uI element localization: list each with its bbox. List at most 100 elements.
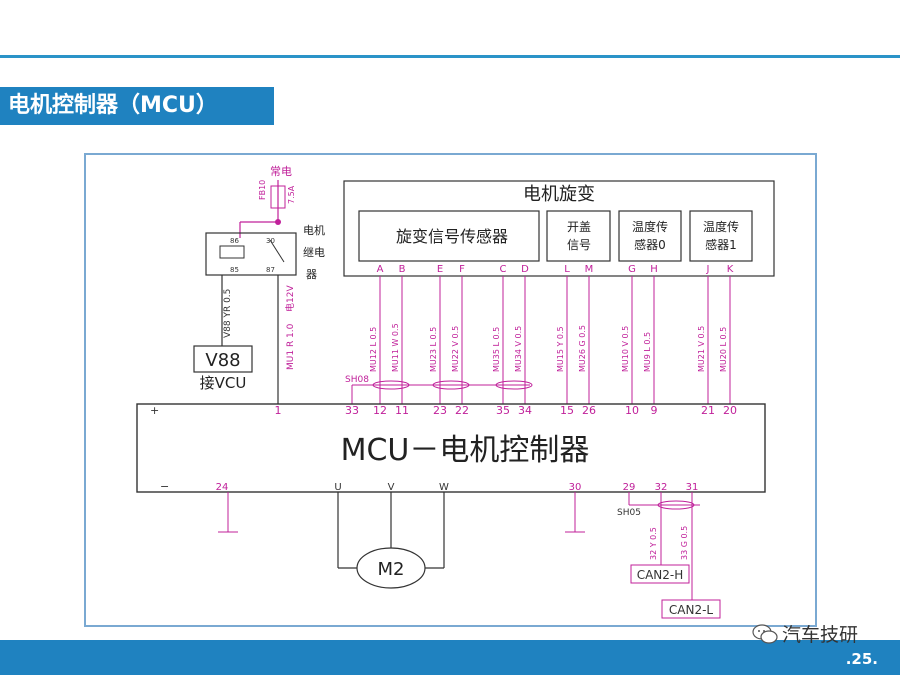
slide-title: 电机控制器（MCU） [0, 87, 274, 125]
mcu-pin-w: W [439, 482, 449, 493]
shield-top-label: SH08 [345, 375, 369, 385]
watermark-text: 汽车技研 [782, 624, 859, 646]
lid-signal-block [546, 210, 611, 262]
mcu-pin-1: 1 [275, 404, 282, 417]
wechat-icon [752, 623, 778, 644]
resolver-sensor-block [358, 210, 540, 262]
wire-label-F: MU22 V 0.5 [451, 326, 460, 372]
mcu-pin-34: 34 [518, 404, 532, 417]
wire-label-M: MU26 G 0.5 [578, 325, 587, 372]
mcu-pin-31: 31 [686, 482, 699, 493]
relay-label-3: 器 [306, 268, 317, 281]
mcu-pin-10: 10 [625, 404, 639, 417]
can-h-label: CAN2-H [637, 568, 684, 582]
mcu-pin-15: 15 [560, 404, 574, 417]
resolver-block [343, 180, 775, 277]
temp-sensor0-block [618, 210, 682, 262]
can-l-wire-label: 33 G 0.5 [680, 526, 689, 560]
connector-pin-K: K [727, 264, 734, 275]
relay-pin-85: 85 [230, 266, 239, 274]
temp-sensor0-label-1: 温度传 [632, 219, 668, 234]
resolver-title: 电机旋变 [523, 184, 595, 205]
fuse-rating: 7.5A [287, 185, 296, 204]
ground-24 [218, 492, 238, 533]
fuse-label: FB10 [258, 180, 267, 200]
relay-label-2: 继电 [303, 246, 325, 259]
temp-sensor0-label-2: 感器0 [634, 237, 666, 252]
page-number: .25. [845, 650, 878, 668]
shield-bottom-label: SH05 [617, 508, 641, 518]
connector-pin-B: B [399, 264, 406, 275]
wire-label-L: MU15 Y 0.5 [556, 326, 565, 372]
connector-pin-A: A [377, 264, 384, 275]
diagram-frame [84, 153, 817, 627]
mcu-pin-23: 23 [433, 404, 447, 417]
mcu-label: MCU－电机控制器 [341, 433, 590, 468]
temp-sensor1-label-2: 感器1 [705, 237, 737, 252]
wire-label-K: MU20 L 0.5 [719, 327, 728, 372]
wire-label-H: MU9 L 0.5 [643, 332, 652, 372]
mcu-pin-24: 24 [216, 482, 229, 493]
connector-pin-J: J [706, 264, 710, 275]
mcu-pin-v: V [388, 482, 395, 493]
motor-label: M2 [378, 559, 405, 580]
connector-pin-F: F [459, 264, 465, 275]
wire-label-B: MU11 W 0.5 [391, 323, 400, 372]
ground-30 [565, 492, 585, 533]
header-rule [0, 55, 900, 58]
connector-pin-G: G [628, 264, 636, 275]
relay-label-1: 电机 [303, 223, 325, 237]
shield-top-twist-3 [495, 380, 533, 390]
mcu-plus: + [150, 404, 159, 417]
watermark: 汽车技研 [752, 620, 858, 647]
v88-wire-label: V88 YR 0.5 [223, 289, 233, 338]
connector-pin-D: D [521, 264, 529, 275]
can-l-label: CAN2-L [669, 603, 714, 617]
signal-wires: A MU12 L 0.5 12 B MU11 W 0.5 11 E MU23 L 0.5 23 F… [369, 264, 737, 417]
connector-pin-C: C [500, 264, 507, 275]
connector-pin-M: M [585, 264, 594, 275]
mcu-pin-21: 21 [701, 404, 715, 417]
relay-switch-icon [269, 239, 285, 263]
wire-label-G: MU10 V 0.5 [621, 326, 630, 372]
shield-top-twist-1 [372, 380, 410, 390]
footer-bar [0, 640, 900, 675]
mcu-pin-12: 12 [373, 404, 387, 417]
mcu-pin-32: 32 [655, 482, 668, 493]
wire-label-J: MU21 V 0.5 [697, 326, 706, 372]
mcu-pin-33: 33 [345, 404, 359, 417]
mcu-pin-20: 20 [723, 404, 737, 417]
relay-pin-30: 30 [266, 237, 275, 245]
fuse-icon [270, 185, 286, 209]
can-h-wire-label: 32 Y 0.5 [649, 527, 658, 560]
can-h-box [630, 564, 690, 584]
motor-wires [337, 492, 445, 569]
mcu-pin-11: 11 [395, 404, 409, 417]
v88-box-label: V88 [205, 350, 240, 371]
mcu-pin-9: 9 [651, 404, 658, 417]
relay-coil-icon [219, 245, 245, 259]
resolver-sensor-label: 旋变信号传感器 [396, 227, 508, 246]
wire-label-D: MU34 V 0.5 [514, 326, 523, 372]
wire-label-A: MU12 L 0.5 [369, 327, 378, 372]
temp-sensor1-label-1: 温度传 [703, 219, 739, 234]
mcu-pin-35: 35 [496, 404, 510, 417]
mcu-pin-29: 29 [623, 482, 636, 493]
relay-box [205, 232, 297, 276]
wire-label-C: MU35 L 0.5 [492, 327, 501, 372]
connector-pin-E: E [437, 264, 443, 275]
wire-label-E: MU23 L 0.5 [429, 327, 438, 372]
relay-pin-87: 87 [266, 266, 275, 274]
mcu-pin-26: 26 [582, 404, 596, 417]
lid-signal-label-2: 信号 [567, 238, 591, 252]
relay-pin-86: 86 [230, 237, 239, 245]
can-l-box [661, 599, 721, 619]
mcu-supply-wire-label: MU1 R 1.0 [286, 323, 296, 370]
mcu-pin-22: 22 [455, 404, 469, 417]
v88-sub-label: 接VCU [200, 374, 247, 392]
connector-pin-H: H [650, 264, 658, 275]
mcu-pin-u: U [334, 482, 341, 493]
can-wires [628, 492, 700, 600]
mcu-box [136, 403, 766, 493]
